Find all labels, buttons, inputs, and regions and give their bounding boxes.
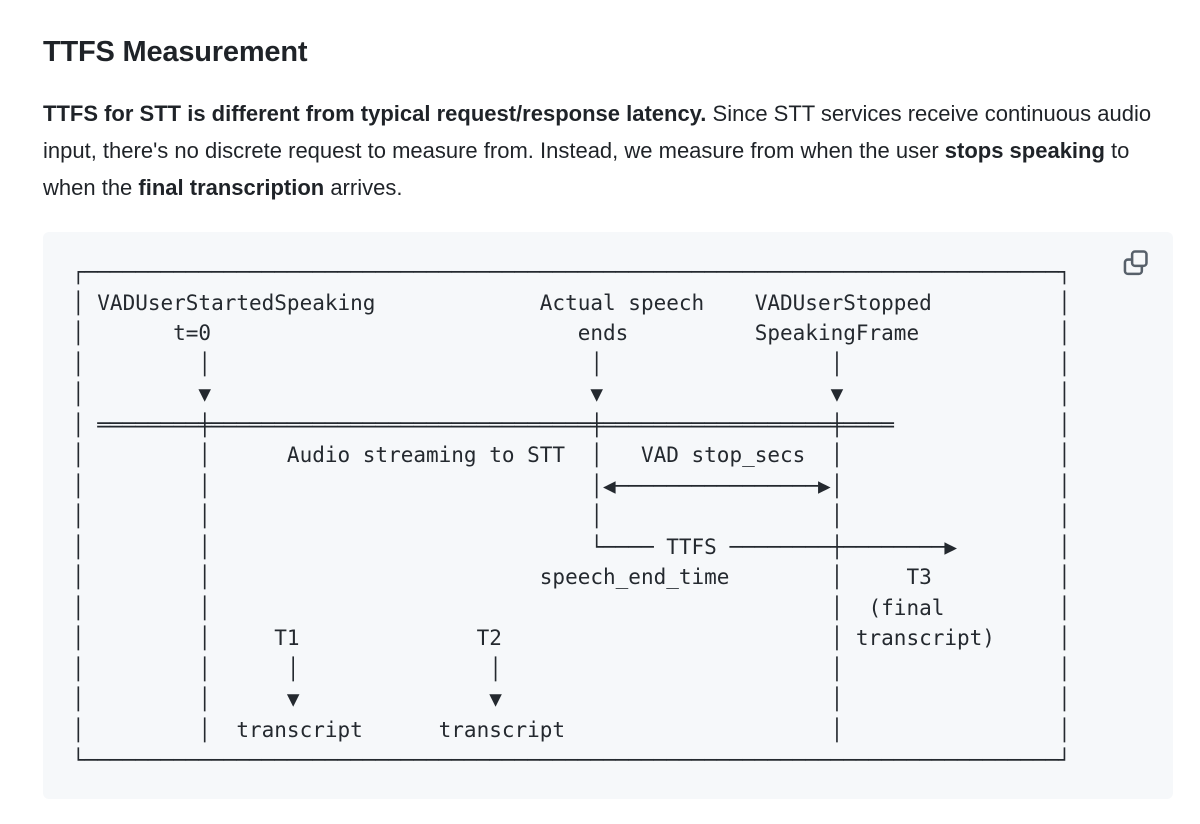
ttfs-ascii-diagram: ┌───────────────────────────────────────… <box>43 232 1173 799</box>
intro-text-2: to when the <box>43 138 1130 200</box>
page-title: TTFS Measurement <box>43 36 308 68</box>
page-content: TTFS Measurement TTFS for STT is differe… <box>43 36 1173 799</box>
copy-button[interactable] <box>1122 249 1149 276</box>
intro-text-1: Since STT services receive continuous au… <box>43 101 1152 163</box>
ttfs-ascii-diagram-code: ┌───────────────────────────────────────… <box>72 260 1071 772</box>
code-block: ┌───────────────────────────────────────… <box>43 232 1173 799</box>
intro-bold-lead: TTFS for STT is different from typical r… <box>43 101 707 126</box>
intro-paragraph: TTFS for STT is different from typical r… <box>43 95 1161 206</box>
intro-text-3: arrives. <box>324 175 403 200</box>
intro-bold-final-transcription: final transcription <box>138 175 325 200</box>
intro-bold-stops-speaking: stops speaking <box>944 138 1105 163</box>
copy-icon <box>1122 249 1149 276</box>
